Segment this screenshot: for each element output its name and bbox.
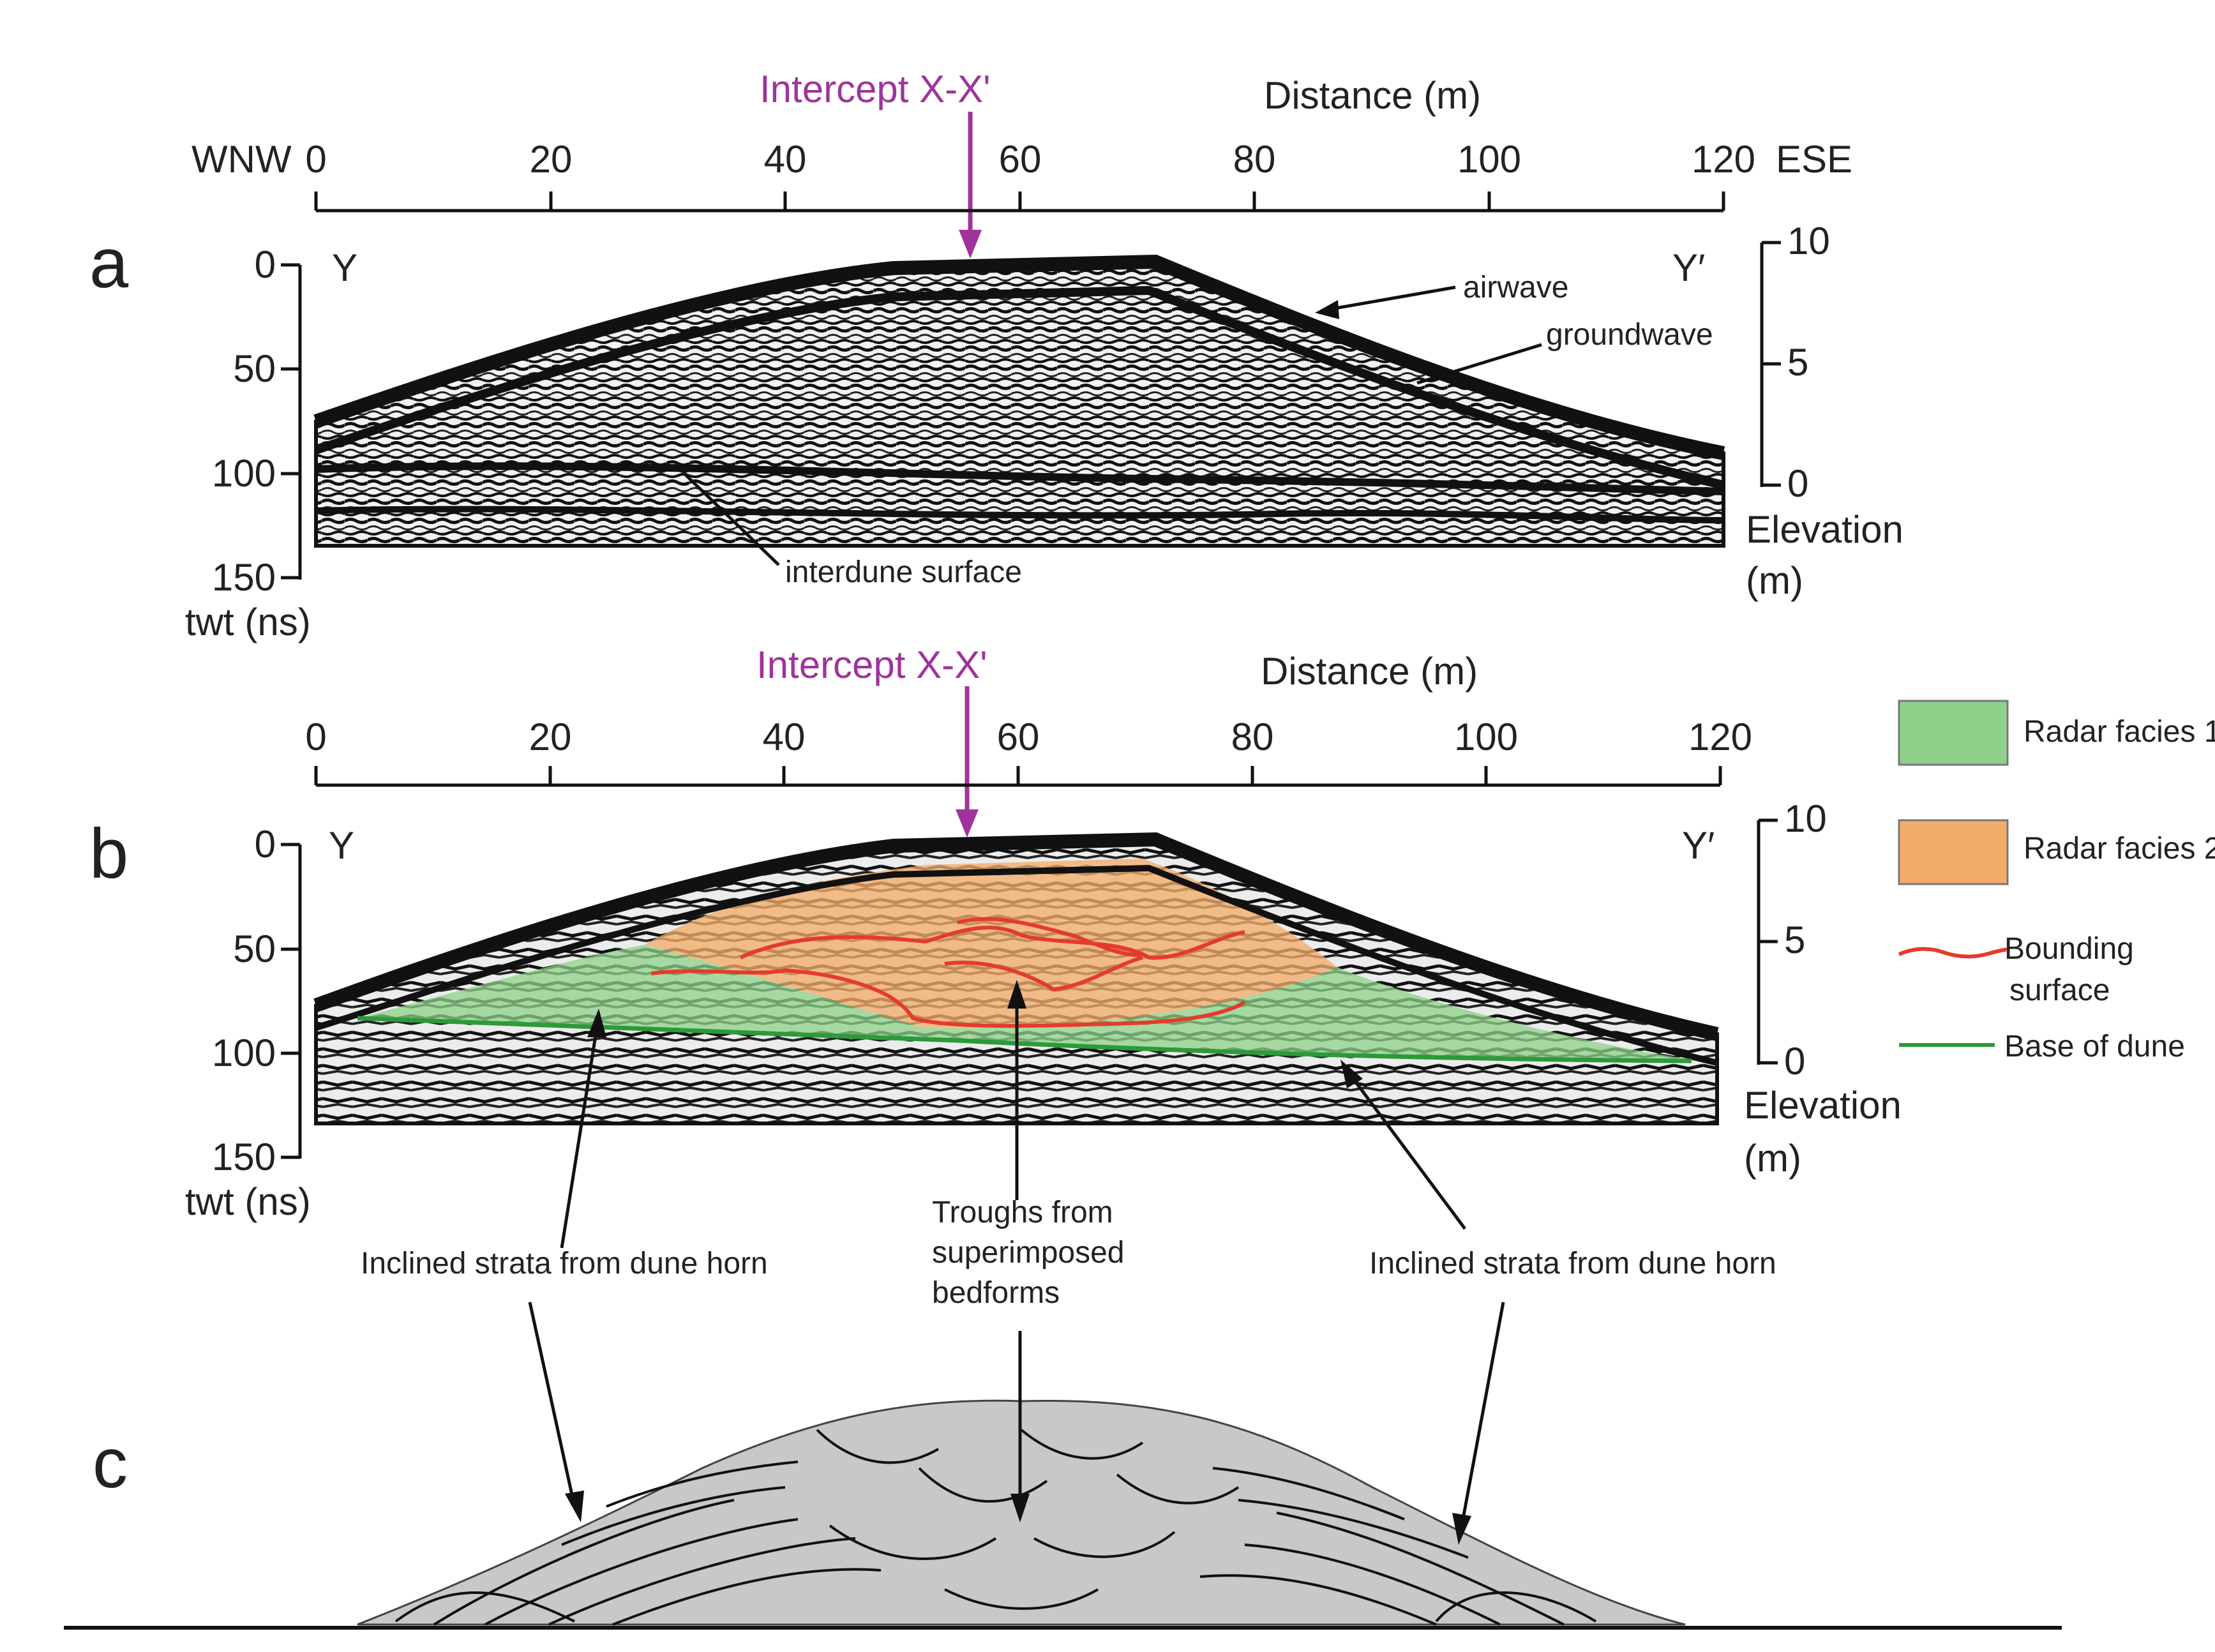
- panel-b-elevation-label: Elevation: [1744, 1084, 1902, 1127]
- panel-b-twt-label: twt (ns): [185, 1180, 311, 1223]
- legend-facies1-swatch: [1898, 700, 2009, 766]
- panel-b-elev-0: 0: [1784, 1040, 1805, 1083]
- panel-c-strata-lines: [394, 1429, 1597, 1626]
- panel-a-elevation-tick-labels: 10 5 0: [1787, 220, 1830, 505]
- panel-b: b Intercept X-X' Distance (m) 0 20 40 60…: [89, 643, 1902, 1310]
- panel-b-strata-left-arrow: [560, 1027, 599, 1249]
- panel-b-twt-50: 50: [233, 927, 276, 970]
- legend-facies2-label: Radar facies 2: [2024, 832, 2215, 866]
- panel-b-elevation-tick-labels: 10 5 0: [1784, 797, 1827, 1083]
- panel-b-tick-100: 100: [1454, 716, 1518, 758]
- panel-a-airwave-arrow: [1327, 285, 1456, 312]
- panel-b-tick-0: 0: [305, 716, 326, 758]
- panel-a-tick-40: 40: [764, 138, 807, 181]
- panel-b-strata-right-arrow: [1351, 1078, 1467, 1230]
- panel-a-groundwave-label: groundwave: [1546, 318, 1713, 352]
- panel-b-tick-20: 20: [529, 716, 572, 758]
- panel-a-twt-100: 100: [212, 452, 276, 495]
- panel-b-tick-40: 40: [763, 716, 806, 758]
- panel-b-troughs-label-1: Troughs from: [932, 1196, 1113, 1229]
- panel-a: a Intercept X-X' Distance (m) WNW ESE 0 …: [89, 68, 1903, 643]
- panel-a-elevation-label: Elevation: [1746, 508, 1903, 551]
- panel-a-elev-0: 0: [1787, 462, 1808, 505]
- panel-c: c: [64, 1302, 2062, 1630]
- panel-a-tick-20: 20: [530, 138, 573, 181]
- panel-b-base-of-dune: [357, 1016, 1692, 1063]
- panel-b-twt-0: 0: [255, 823, 276, 866]
- panel-b-elevation-unit: (m): [1744, 1137, 1801, 1180]
- panel-a-tick-80: 80: [1233, 138, 1276, 181]
- panel-b-tick-60: 60: [997, 716, 1040, 758]
- panel-b-distance-tick-labels: 0 20 40 60 80 100 120: [305, 716, 1752, 758]
- panel-b-twt-tick-labels: 0 50 100 150: [212, 823, 276, 1178]
- panel-a-intercept-arrowhead: [959, 230, 982, 259]
- panel-a-groundwave-arrow: [1416, 343, 1542, 385]
- legend-bounding-label-1: Bounding: [2004, 932, 2134, 966]
- panel-b-strata-right-label: Inclined strata from dune horn: [1369, 1247, 1776, 1280]
- panel-c-letter: c: [93, 1424, 128, 1503]
- legend-facies1-label: Radar facies 1: [2024, 715, 2215, 749]
- panel-b-intercept-label: Intercept X-X': [756, 643, 987, 686]
- panel-a-elevation-unit: (m): [1746, 559, 1803, 602]
- panel-b-elev-10: 10: [1784, 797, 1827, 840]
- legend-bounding-label-2: surface: [2009, 973, 2110, 1007]
- panel-b-tick-120: 120: [1688, 716, 1752, 758]
- panel-a-airwave-band: [313, 254, 1725, 460]
- panel-c-arrow-left: [528, 1302, 576, 1507]
- panel-a-twt-150: 150: [212, 556, 276, 599]
- panel-a-interdune-arrow: [682, 471, 780, 566]
- panel-a-end-right: Y′: [1672, 246, 1705, 289]
- panel-a-twt-50: 50: [233, 347, 276, 390]
- panel-b-end-left: Y: [329, 824, 354, 867]
- panel-a-distance-ticks: [314, 191, 1725, 211]
- panel-c-arrow-right: [1460, 1302, 1505, 1526]
- panel-a-tick-100: 100: [1457, 138, 1521, 181]
- panel-a-tick-120: 120: [1692, 138, 1755, 181]
- panel-b-troughs-label-3: bedforms: [932, 1276, 1060, 1310]
- panel-a-groundwave-band: [314, 285, 1725, 490]
- panel-b-troughs-label-2: superimposed: [932, 1236, 1125, 1270]
- panel-a-tick-0: 0: [305, 138, 326, 181]
- panel-b-distance-title: Distance (m): [1261, 650, 1478, 693]
- panel-b-intercept-arrowhead: [956, 809, 979, 837]
- panel-b-twt-150: 150: [212, 1136, 276, 1178]
- panel-b-end-right: Y′: [1682, 824, 1715, 867]
- panel-b-bounding-surfaces: [650, 917, 1246, 1028]
- panel-a-twt-0: 0: [255, 243, 276, 286]
- panel-a-distance-tick-labels: 0 20 40 60 80 100 120: [305, 138, 1755, 181]
- panel-b-groundwave-band: [315, 864, 1718, 1066]
- panel-a-twt-label: twt (ns): [185, 601, 311, 643]
- panel-a-interdune-label: interdune surface: [785, 555, 1022, 589]
- panel-b-airwave-band: [313, 832, 1719, 1041]
- panel-b-letter: b: [89, 815, 128, 893]
- legend-facies2-swatch: [1898, 819, 2009, 885]
- panel-a-airwave-label: airwave: [1463, 271, 1568, 304]
- panel-a-elev-10: 10: [1787, 220, 1830, 262]
- panel-b-twt-100: 100: [212, 1032, 276, 1074]
- panel-b-strata-left-label: Inclined strata from dune horn: [361, 1247, 768, 1280]
- legend: Radar facies 1 Radar facies 2 Bounding s…: [1898, 700, 2215, 1063]
- panel-b-distance-ticks: [314, 766, 1722, 785]
- panel-a-end-left: Y: [332, 246, 357, 289]
- panel-b-radar-facies-2: [645, 859, 1337, 1028]
- panel-a-elev-5: 5: [1787, 341, 1808, 384]
- panel-a-twt-tick-labels: 0 50 100 150: [212, 243, 276, 599]
- panel-a-dir-right: ESE: [1776, 138, 1852, 181]
- panel-a-letter: a: [89, 224, 129, 303]
- panel-a-dir-left: WNW: [191, 138, 292, 181]
- panel-a-interdune-reflector: [315, 462, 1724, 495]
- legend-bounding-line: [1898, 947, 2010, 959]
- panel-b-elev-5: 5: [1784, 919, 1805, 961]
- panel-b-tick-80: 80: [1231, 716, 1274, 758]
- panel-a-intercept-label: Intercept X-X': [760, 68, 991, 110]
- panel-a-tick-60: 60: [999, 138, 1042, 181]
- panel-a-distance-title: Distance (m): [1264, 74, 1481, 117]
- legend-base-label: Base of dune: [2004, 1030, 2185, 1063]
